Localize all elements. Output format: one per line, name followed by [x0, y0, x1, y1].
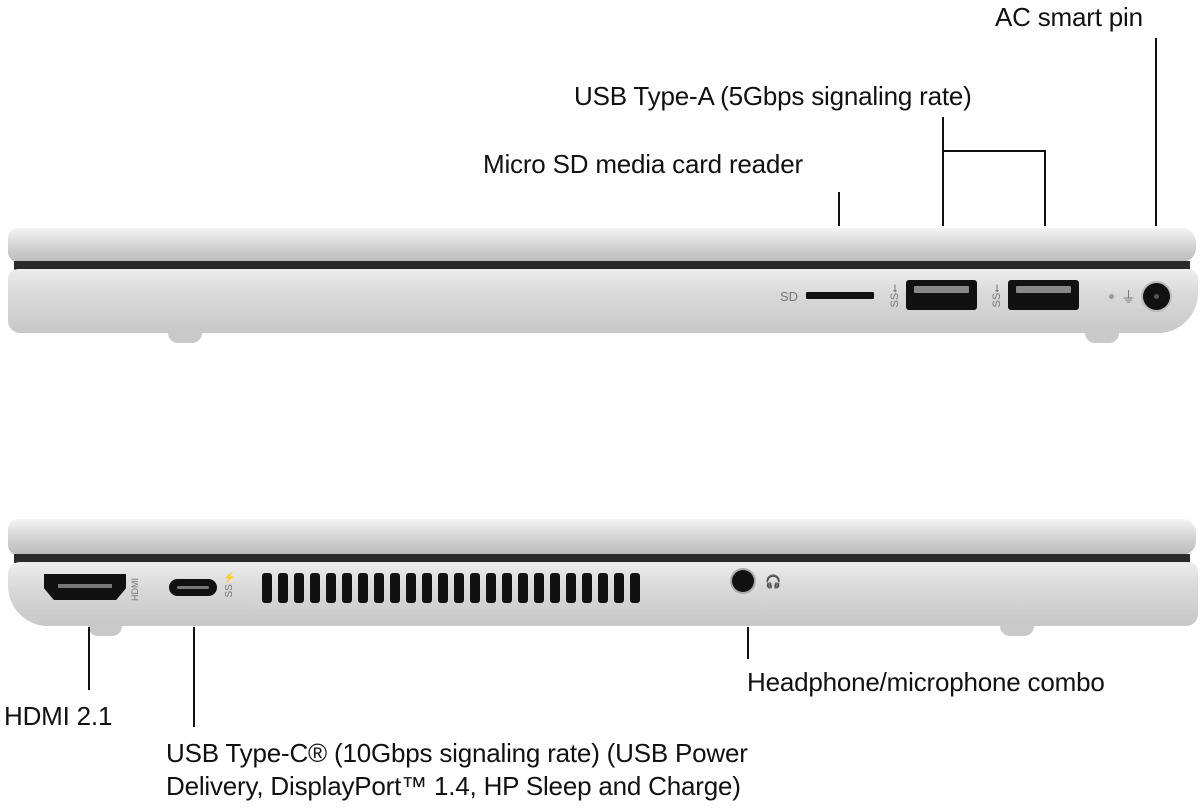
usb-a-1-icon: SS⭠	[889, 284, 901, 308]
micro-sd-slot	[806, 292, 874, 299]
top-foot-left	[168, 333, 202, 343]
label-headphone: Headphone/microphone combo	[747, 667, 1105, 697]
leader-usb-a-right	[1044, 150, 1046, 226]
hdmi-port	[44, 574, 126, 600]
leader-usb-a-stem	[942, 117, 944, 226]
vent-grille	[262, 573, 650, 603]
label-usb-c-line2: Delivery, DisplayPort™ 1.4, HP Sleep and…	[166, 771, 741, 801]
headset-icon: 🎧	[765, 574, 782, 589]
plug-icon: ⏚	[1121, 289, 1137, 306]
headphone-jack	[732, 570, 754, 592]
top-foot-right	[1085, 333, 1119, 343]
hdmi-marking: HDMI	[130, 578, 140, 601]
sd-marking: SD	[780, 289, 799, 304]
label-micro-sd: Micro SD media card reader	[483, 149, 803, 179]
bottom-lid	[8, 519, 1196, 555]
leader-headphone	[747, 627, 749, 659]
ac-smart-pin-port	[1143, 283, 1170, 310]
bottom-hinge-gap	[14, 554, 1190, 563]
leader-ac-pin	[1155, 38, 1157, 226]
bottom-foot-left	[88, 626, 122, 636]
label-ac-smart-pin: AC smart pin	[995, 2, 1143, 32]
leader-usb-a-bar	[942, 150, 1046, 152]
leader-usb-c	[193, 627, 195, 727]
bottom-foot-right	[1000, 626, 1034, 636]
usb-c-marking: SS⚡	[224, 572, 235, 598]
top-hinge-gap	[14, 261, 1190, 270]
label-usb-c-line1: USB Type-C® (10Gbps signaling rate) (USB…	[166, 738, 748, 768]
leader-micro-sd	[838, 192, 840, 226]
usb-a-2-icon: SS⭠	[991, 284, 1003, 308]
usb-c-port	[169, 579, 217, 596]
charge-led	[1109, 294, 1114, 299]
usb-a-port-1	[906, 280, 977, 310]
label-usb-type-a: USB Type-A (5Gbps signaling rate)	[574, 81, 972, 111]
usb-a-port-2	[1008, 280, 1079, 310]
top-lid	[8, 228, 1196, 262]
top-base	[8, 269, 1198, 333]
label-hdmi: HDMI 2.1	[4, 701, 113, 731]
leader-hdmi	[88, 627, 90, 690]
